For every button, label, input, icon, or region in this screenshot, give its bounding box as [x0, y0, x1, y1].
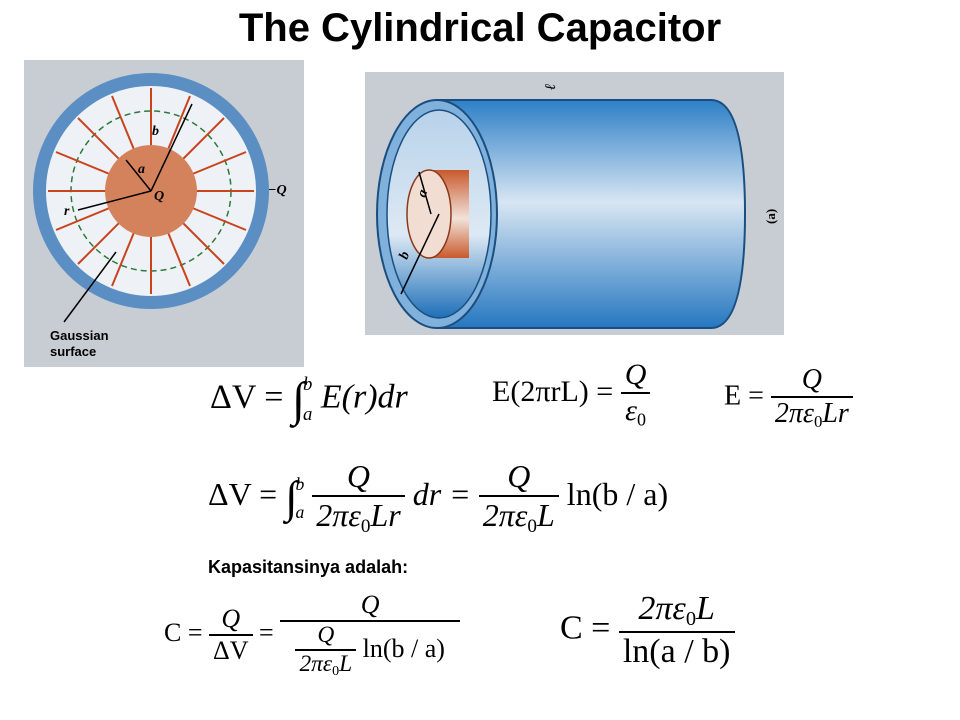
- upper-limit: b: [303, 374, 313, 395]
- e-field-den-main: 2πε: [774, 398, 814, 429]
- caption-a: (a): [763, 209, 778, 224]
- label-b-3d: b: [397, 250, 413, 262]
- eq-e-field: E = Q 2πε0Lr: [724, 364, 853, 432]
- radius-b-line: [150, 103, 193, 192]
- dv-full-den1-main: 2πε: [316, 497, 361, 533]
- c-derive-eq: =: [259, 618, 274, 648]
- c-final-num-main: 2πε: [638, 590, 686, 627]
- dv-full-den1-sub: 0: [360, 515, 371, 537]
- integral-sign: ∫: [291, 373, 306, 426]
- lower-limit-2: a: [295, 501, 305, 522]
- gaussian-label-line2: surface: [50, 344, 96, 359]
- cylinder-body: [436, 99, 747, 329]
- gauss-den-eps: ε: [625, 394, 637, 427]
- c-derive-big-num: Q: [280, 590, 461, 622]
- c-derive-big-den: Q 2πε0L ln(b / a): [280, 622, 460, 680]
- c-final-num-sub: 0: [685, 608, 697, 631]
- c-derive-inner-num: Q: [295, 622, 357, 651]
- gaussian-label-line1: Gaussian: [50, 328, 109, 343]
- cross-section-diagram: a b Q −Q r Gaussian surface: [33, 73, 287, 359]
- dv-full-den2-tail: L: [537, 497, 555, 533]
- c-derive-frac1: Q ΔV: [209, 604, 253, 666]
- dv-full-num2: Q: [478, 458, 559, 497]
- gauss-num: Q: [620, 358, 651, 394]
- e-field-num: Q: [770, 364, 853, 398]
- cylinder-3d-figure: a b ℓ (a): [365, 72, 784, 335]
- label-a-3d: a: [415, 188, 431, 200]
- label-a: a: [138, 162, 145, 177]
- integrand: E(r)dr: [320, 378, 408, 416]
- e-field-fraction: Q 2πε0Lr: [770, 364, 853, 432]
- c-derive-inner-den: 2πε0L: [295, 651, 356, 680]
- cross-section-figure: a b Q −Q r Gaussian surface: [24, 60, 304, 367]
- c-derive-inner-den-tail: L: [339, 651, 353, 677]
- label-Q: Q: [154, 189, 164, 204]
- dv-full-den2-sub: 0: [527, 515, 537, 537]
- gauss-lhs: E(2πrL) =: [492, 375, 614, 409]
- dv-full-num1: Q: [312, 458, 405, 497]
- c-derive-num: Q: [209, 604, 253, 637]
- eq-c-final: C = 2πε0L ln(a / b): [560, 590, 735, 671]
- integral-sign-2: ∫: [285, 471, 298, 522]
- inner-core-end: [406, 169, 452, 259]
- gauss-den-sub: 0: [636, 409, 646, 430]
- cylinder-3d-diagram: a b ℓ (a): [376, 84, 778, 329]
- eq-dv-lhs: ΔV =: [210, 378, 284, 416]
- c-derive-ln: ln(b / a): [362, 634, 445, 664]
- label-b: b: [152, 124, 159, 139]
- dv-full-den2: 2πε0L: [479, 497, 559, 538]
- label-ell: ℓ: [543, 84, 559, 90]
- e-field-den-sub: 0: [813, 412, 823, 432]
- radius-a-line-3d: [418, 171, 432, 215]
- label-r: r: [64, 204, 70, 219]
- label-neg-Q: −Q: [268, 183, 287, 198]
- gauss-den: ε0: [621, 394, 651, 430]
- dv-full-lhs: ΔV =: [208, 476, 278, 513]
- c-final-frac: 2πε0L ln(a / b): [618, 590, 735, 671]
- e-field-den: 2πε0Lr: [771, 398, 853, 432]
- dv-full-dr: dr =: [412, 476, 471, 513]
- c-derive-den: ΔV: [213, 636, 249, 666]
- dv-full-frac2: Q 2πε0L: [478, 458, 559, 538]
- radius-a-line: [125, 159, 152, 192]
- c-derive-bigfrac: Q Q 2πε0L ln(b / a): [280, 590, 461, 680]
- slide-title: The Cylindrical Capacitor: [238, 6, 722, 50]
- eq-gauss: E(2πrL) = Q ε0: [492, 358, 651, 430]
- c-final-den: ln(a / b): [622, 633, 731, 671]
- eq-c-derive: C = Q ΔV = Q Q 2πε0L ln(b / a): [164, 590, 461, 680]
- c-final-num-tail: L: [696, 590, 715, 627]
- c-final-num: 2πε0L: [618, 590, 735, 634]
- dv-full-den1-tail: Lr: [370, 497, 401, 533]
- gaussian-pointer: [63, 251, 117, 323]
- capacitance-label: Kapasitansinya adalah:: [208, 557, 409, 577]
- c-derive-inner-den-sub: 0: [332, 663, 340, 680]
- upper-limit-2: b: [295, 473, 305, 494]
- dv-full-den1: 2πε0Lr: [312, 497, 404, 538]
- c-final-lhs: C =: [560, 609, 611, 647]
- c-derive-inner-den-main: 2πε: [299, 651, 333, 677]
- c-derive-lhs: C =: [164, 618, 203, 648]
- dv-full-ln: ln(b / a): [566, 476, 669, 513]
- radius-b-line-3d: [400, 213, 440, 295]
- radius-r-line: [77, 190, 152, 211]
- gauss-fraction: Q ε0: [620, 358, 651, 430]
- dv-full-frac1: Q 2πε0Lr: [312, 458, 405, 538]
- dv-full-den2-main: 2πε: [482, 497, 528, 533]
- lower-limit: a: [303, 403, 313, 425]
- e-field-lhs: E =: [724, 380, 764, 412]
- c-derive-inner-frac: Q 2πε0L: [295, 622, 357, 680]
- e-field-den-tail: Lr: [822, 398, 849, 429]
